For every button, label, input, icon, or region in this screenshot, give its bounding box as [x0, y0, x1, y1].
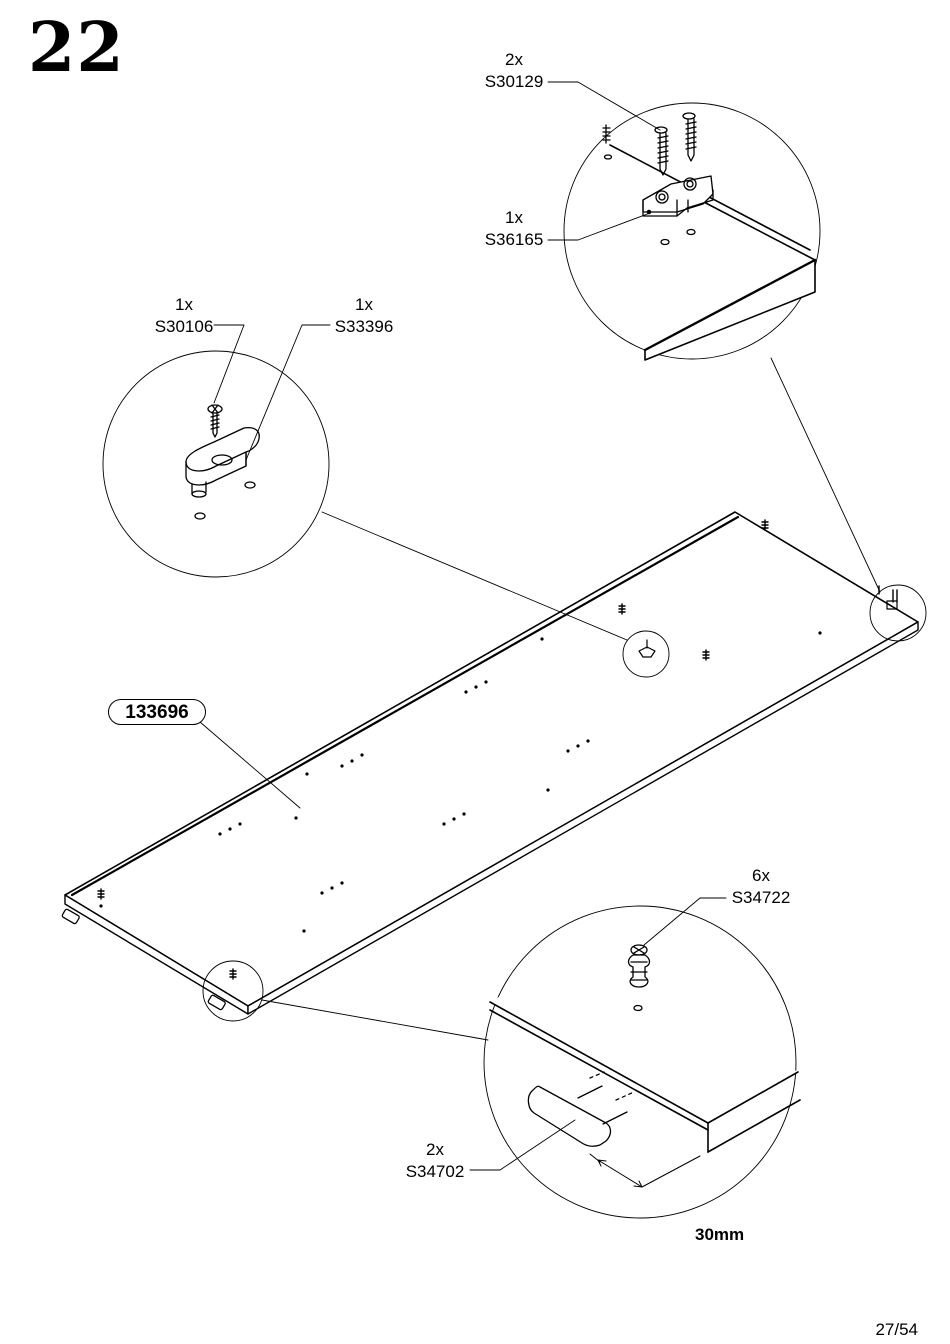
dimension-arrow: [589, 1153, 701, 1188]
panel-board: [64, 511, 919, 1015]
callout-qty: 2x: [426, 1140, 444, 1159]
bracket-icon: [185, 426, 260, 520]
screw-icon: [654, 112, 697, 176]
zoom-corner-bracket: [547, 81, 821, 361]
callout-code: S36165: [484, 230, 544, 249]
callout-qty: 1x: [355, 295, 373, 314]
callout-code: S30106: [154, 317, 214, 336]
cam-bolt-icon: [627, 944, 651, 1012]
callout-qty: 1x: [505, 208, 523, 227]
page-number: 27/54: [875, 1320, 918, 1339]
panel-holes: [99, 631, 822, 933]
zoom-marker-right: [869, 584, 927, 642]
leader-lines: [199, 357, 881, 1041]
callout-code: S33396: [334, 317, 394, 336]
zoom-dowels: [469, 897, 801, 1219]
callout-s34702: 2x S34702: [401, 1139, 469, 1183]
zoom-marker-middle: [622, 630, 670, 678]
callout-qty: 6x: [752, 866, 770, 885]
callout-s30106: 1x S30106: [150, 294, 218, 338]
callout-s30129: 2x S30129: [480, 49, 548, 93]
callout-code: S30129: [484, 72, 544, 91]
bracket-icon: [642, 175, 714, 246]
dowel-ends: [61, 908, 226, 1011]
step-number: 22: [28, 8, 125, 88]
zoom-shelf-support: [102, 324, 331, 578]
callout-s33396: 1x S33396: [330, 294, 398, 338]
screw-icon: [207, 404, 223, 438]
callout-qty: 2x: [505, 50, 523, 69]
callout-s34722: 6x S34722: [727, 865, 795, 909]
callout-qty: 1x: [175, 295, 193, 314]
callout-code: S34722: [731, 888, 791, 907]
zoom-marker-left: [202, 960, 264, 1022]
panel-part-id: 133696: [108, 699, 206, 725]
dowel-icon: [527, 1071, 635, 1147]
callout-code: S34702: [405, 1162, 465, 1181]
callout-s36165: 1x S36165: [480, 207, 548, 251]
dimension-label: 30mm: [695, 1225, 745, 1244]
